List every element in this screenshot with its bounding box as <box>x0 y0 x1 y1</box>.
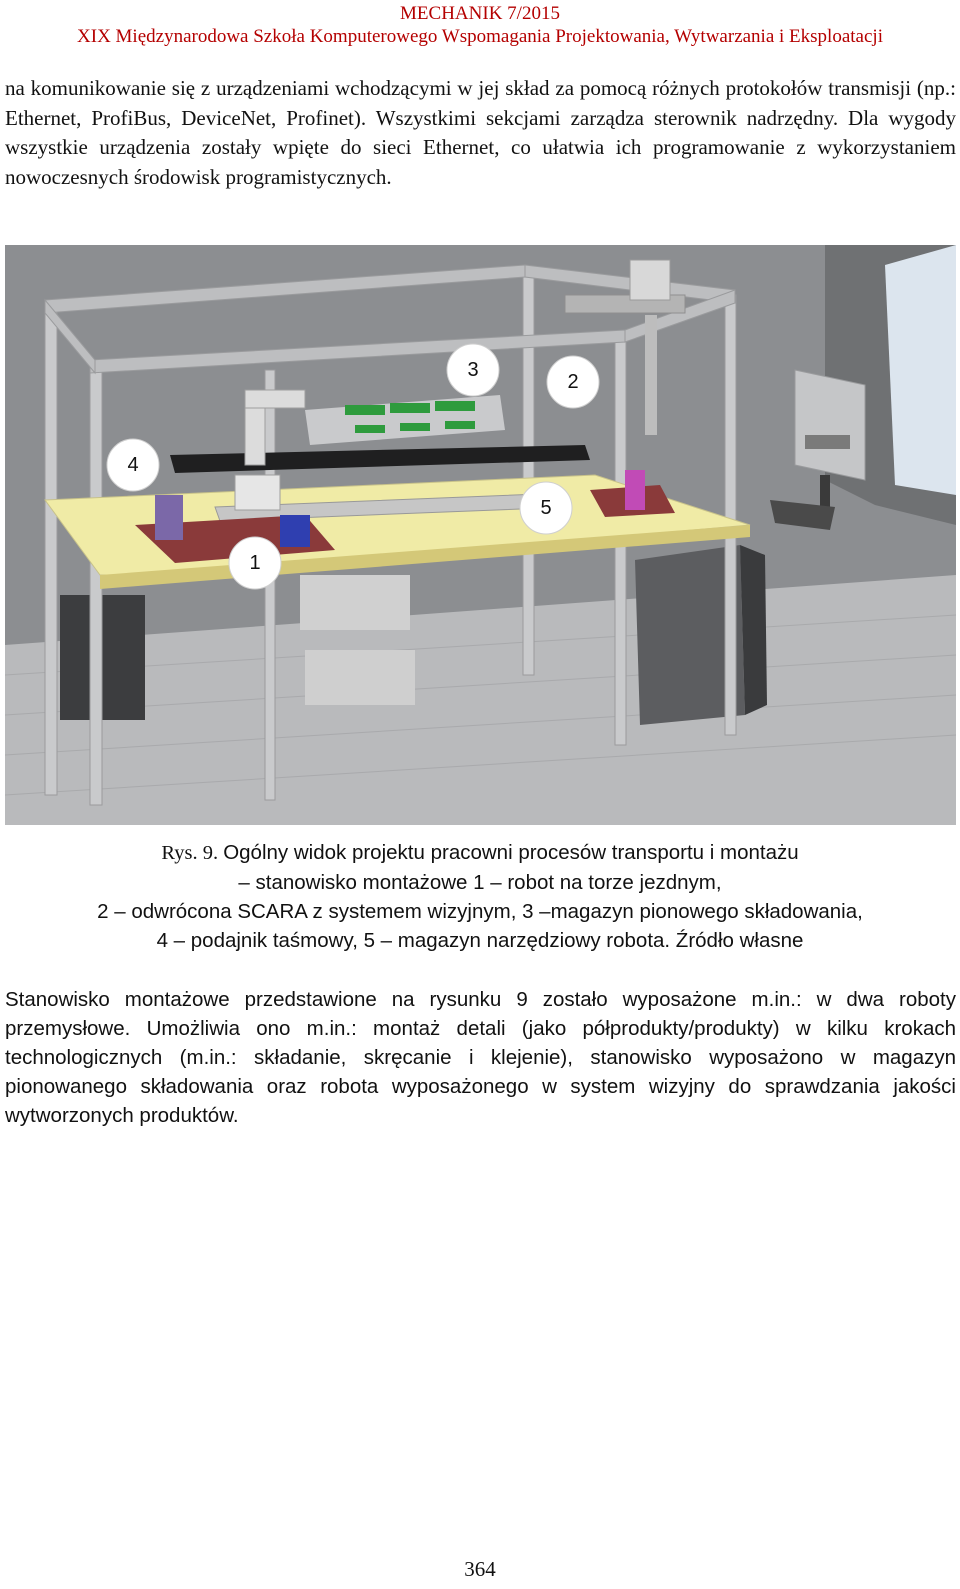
svg-text:1: 1 <box>249 552 260 574</box>
journal-title: MECHANIK 7/2015 <box>400 3 560 24</box>
figure-marker-4: 4 <box>106 438 160 492</box>
body-paragraph-1: na komunikowanie się z urządzeniami wcho… <box>5 76 956 189</box>
figure-caption: Rys. 9. Ogólny widok projektu pracowni p… <box>0 838 960 955</box>
svg-text:2: 2 <box>567 371 578 393</box>
figure-marker-3: 3 <box>446 343 500 397</box>
figure-marker-1: 1 <box>228 536 282 590</box>
caption-figure-number: Rys. 9. <box>161 842 224 864</box>
svg-text:4: 4 <box>127 454 138 476</box>
page-header: MECHANIK 7/2015 XIX Międzynarodowa Szkoł… <box>0 2 960 48</box>
page-number: 364 <box>464 1557 496 1581</box>
caption-title: Ogólny widok projektu pracowni procesów … <box>223 841 799 864</box>
figure-marker-2: 2 <box>546 355 600 409</box>
conference-title: XIX Międzynarodowa Szkoła Komputerowego … <box>77 26 883 47</box>
caption-line-3: 2 – odwrócona SCARA z systemem wizyjnym,… <box>97 900 863 923</box>
svg-text:3: 3 <box>467 359 478 381</box>
caption-line-4: 4 – podajnik taśmowy, 5 – magazyn narzęd… <box>156 929 804 952</box>
figure-marker-5: 5 <box>519 481 573 535</box>
svg-text:5: 5 <box>540 497 551 519</box>
caption-line-1: Rys. 9. Ogólny widok projektu pracowni p… <box>0 838 960 868</box>
caption-line-2: – stanowisko montażowe 1 – robot na torz… <box>238 871 722 894</box>
figure-workstation-render: 3 2 4 5 1 <box>5 245 956 825</box>
workstation-illustration: 3 2 4 5 1 <box>5 245 956 825</box>
body-paragraph-2: Stanowisko montażowe przedstawione na ry… <box>5 988 956 1127</box>
